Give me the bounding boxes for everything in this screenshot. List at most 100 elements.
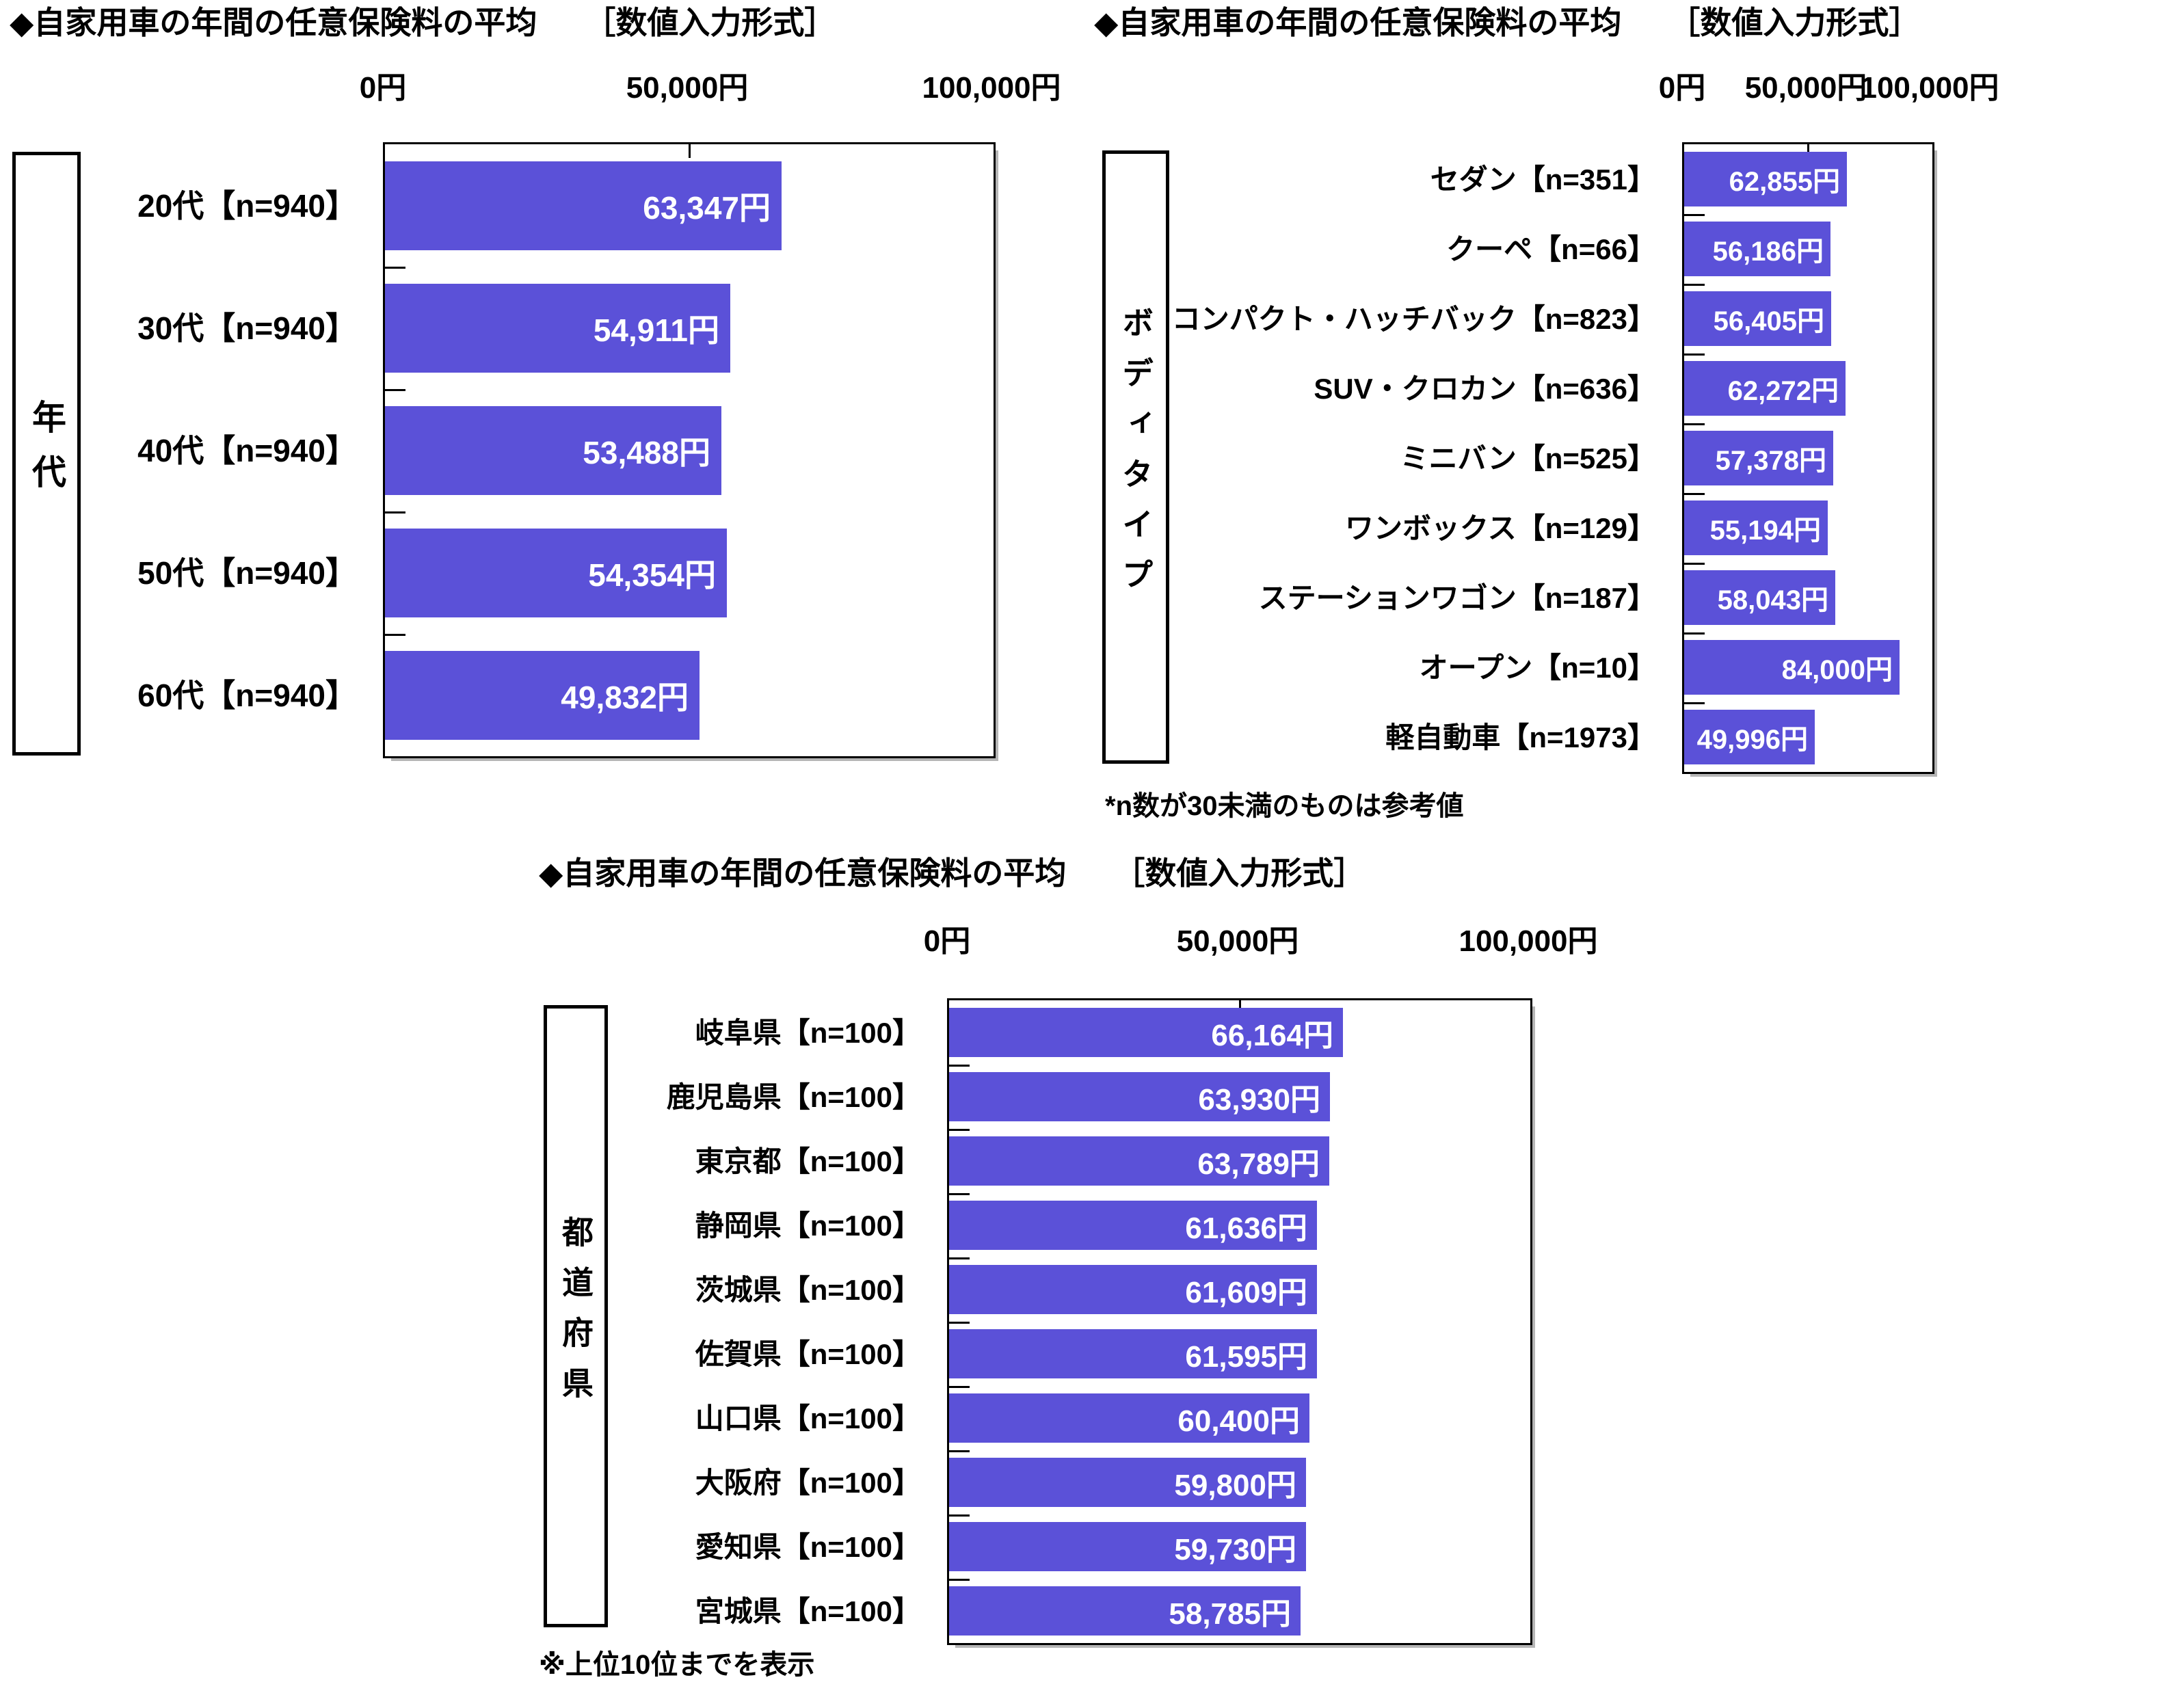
bar: 66,164円 (949, 1008, 1343, 1057)
category-boundary-tick (385, 634, 405, 636)
bar: 55,194円 (1684, 500, 1828, 555)
bar-value-label: 61,636円 (1185, 1212, 1307, 1245)
category-boundary-tick (1684, 563, 1705, 565)
bar: 56,186円 (1684, 222, 1830, 276)
bar: 59,800円 (949, 1458, 1306, 1507)
bar: 58,043円 (1684, 570, 1835, 625)
bar: 49,832円 (385, 650, 700, 740)
x-axis-tick-label-100000: 100,000円 (922, 71, 1061, 105)
bar-value-label: 62,272円 (1727, 376, 1839, 406)
x-axis-tick-label-0: 0円 (359, 71, 407, 105)
group-label-box: 都道府県 (544, 1005, 608, 1627)
plot-area: 66,164円 63,930円 63,789円 61,636円 61,609円 61,59… (947, 998, 1532, 1645)
bar: 49,996円 (1684, 710, 1815, 764)
category-label: 愛知県【n=100】 (695, 1530, 921, 1563)
footnote-top10: ※上位10位までを表示 (539, 1650, 815, 1680)
bar-value-label: 63,347円 (643, 189, 771, 226)
axis-midpoint-tick (1807, 144, 1809, 158)
group-label-box: 年代 (12, 152, 81, 756)
bar: 61,609円 (949, 1265, 1317, 1314)
category-boundary-tick (949, 1579, 970, 1581)
category-label: コンパクト・ハッチバック【n=823】 (1171, 302, 1656, 335)
category-boundary-tick (949, 1257, 970, 1259)
category-boundary-tick (949, 1386, 970, 1388)
category-label: 軽自動車【n=1973】 (1385, 721, 1656, 753)
bar-value-label: 62,855円 (1729, 167, 1840, 197)
category-label: 茨城県【n=100】 (695, 1273, 921, 1306)
category-boundary-tick (949, 1514, 970, 1517)
bar-value-label: 84,000円 (1781, 655, 1893, 685)
bar-value-label: 58,785円 (1169, 1597, 1291, 1631)
category-boundary-tick (385, 511, 405, 513)
category-label: 大阪府【n=100】 (695, 1466, 921, 1499)
category-boundary-tick (1684, 353, 1705, 356)
category-boundary-tick (949, 1193, 970, 1195)
bar-value-label: 63,789円 (1197, 1147, 1320, 1181)
category-label: 岐阜県【n=100】 (695, 1016, 921, 1049)
category-label: 60代【n=940】 (137, 677, 357, 713)
bar-value-label: 56,405円 (1713, 306, 1824, 336)
bar-value-label: 54,911円 (593, 312, 719, 348)
bar-value-label: 54,354円 (588, 557, 716, 593)
bar: 61,595円 (949, 1329, 1317, 1378)
category-labels: 岐阜県【n=100】鹿児島県【n=100】東京都【n=100】静岡県【n=100… (632, 998, 933, 1641)
category-label: SUV・クロカン【n=636】 (1314, 372, 1656, 405)
category-label: ステーションワゴン【n=187】 (1258, 581, 1656, 614)
plot-area: 62,855円 56,186円 56,405円 62,272円 57,378円 55,19… (1682, 142, 1934, 774)
bar: 62,272円 (1684, 361, 1846, 416)
category-boundary-tick (385, 267, 405, 269)
category-boundary-tick (949, 1322, 970, 1324)
bar-value-label: 56,186円 (1712, 237, 1824, 267)
axis-midpoint-tick (1238, 1000, 1241, 1014)
bar: 54,354円 (385, 528, 727, 617)
bar: 62,855円 (1684, 152, 1847, 206)
category-label: オープン【n=10】 (1419, 651, 1656, 684)
category-label: 佐賀県【n=100】 (695, 1337, 921, 1370)
bar-value-label: 60,400円 (1177, 1404, 1300, 1438)
category-boundary-tick (1684, 284, 1705, 286)
bar-value-label: 58,043円 (1717, 585, 1828, 615)
bar: 60,400円 (949, 1393, 1309, 1443)
category-label: ワンボックス【n=129】 (1345, 511, 1656, 544)
bar: 84,000円 (1684, 640, 1900, 695)
bar: 63,789円 (949, 1136, 1329, 1186)
bar: 56,405円 (1684, 291, 1831, 346)
category-boundary-tick (1684, 214, 1705, 216)
x-axis-tick-label-50000: 50,000円 (626, 71, 749, 105)
bar: 63,930円 (949, 1072, 1330, 1121)
group-label-box: ボディタイプ (1102, 150, 1169, 764)
category-labels: 20代【n=940】30代【n=940】40代【n=940】50代【n=940】… (27, 142, 369, 754)
group-label: 年代 (27, 399, 66, 509)
category-boundary-tick (1684, 632, 1705, 635)
group-label: 都道府県 (558, 1215, 594, 1417)
category-label: 東京都【n=100】 (695, 1145, 921, 1177)
axis-midpoint-tick (688, 144, 691, 158)
category-boundary-tick (949, 1450, 970, 1452)
category-label: 40代【n=940】 (137, 432, 357, 468)
category-boundary-tick (1684, 423, 1705, 425)
category-label: 50代【n=940】 (137, 555, 357, 591)
category-label: セダン【n=351】 (1430, 163, 1656, 196)
category-boundary-tick (949, 1065, 970, 1067)
bar-value-label: 59,730円 (1174, 1533, 1296, 1566)
category-label: 30代【n=940】 (137, 310, 357, 346)
group-label: ボディタイプ (1118, 306, 1154, 609)
bar: 53,488円 (385, 405, 721, 495)
category-label: 宮城県【n=100】 (695, 1594, 921, 1627)
category-boundary-tick (949, 1129, 970, 1131)
bar-value-label: 49,832円 (561, 679, 689, 715)
x-axis-tick-label-100000: 100,000円 (1860, 71, 1999, 105)
x-axis-tick-label-0: 0円 (923, 924, 971, 958)
category-boundary-tick (1684, 702, 1705, 704)
x-axis-tick-label-50000: 50,000円 (1176, 924, 1299, 958)
chart-title: ◆自家用車の年間の任意保険料の平均 ［数値入力形式］ (1094, 5, 1921, 40)
category-labels: セダン【n=351】クーペ【n=66】コンパクト・ハッチバック【n=823】SU… (1162, 142, 1668, 770)
plot-area: 63,347円 54,911円 53,488円 54,354円 49,832円 (383, 142, 996, 758)
bar: 59,730円 (949, 1522, 1306, 1571)
bar-value-label: 61,609円 (1185, 1276, 1307, 1309)
bar-value-label: 66,164円 (1211, 1019, 1333, 1052)
bar-value-label: 57,378円 (1715, 446, 1826, 476)
chart-title: ◆自家用車の年間の任意保険料の平均 ［数値入力形式］ (10, 5, 836, 40)
x-axis-tick-label-0: 0円 (1658, 71, 1706, 105)
